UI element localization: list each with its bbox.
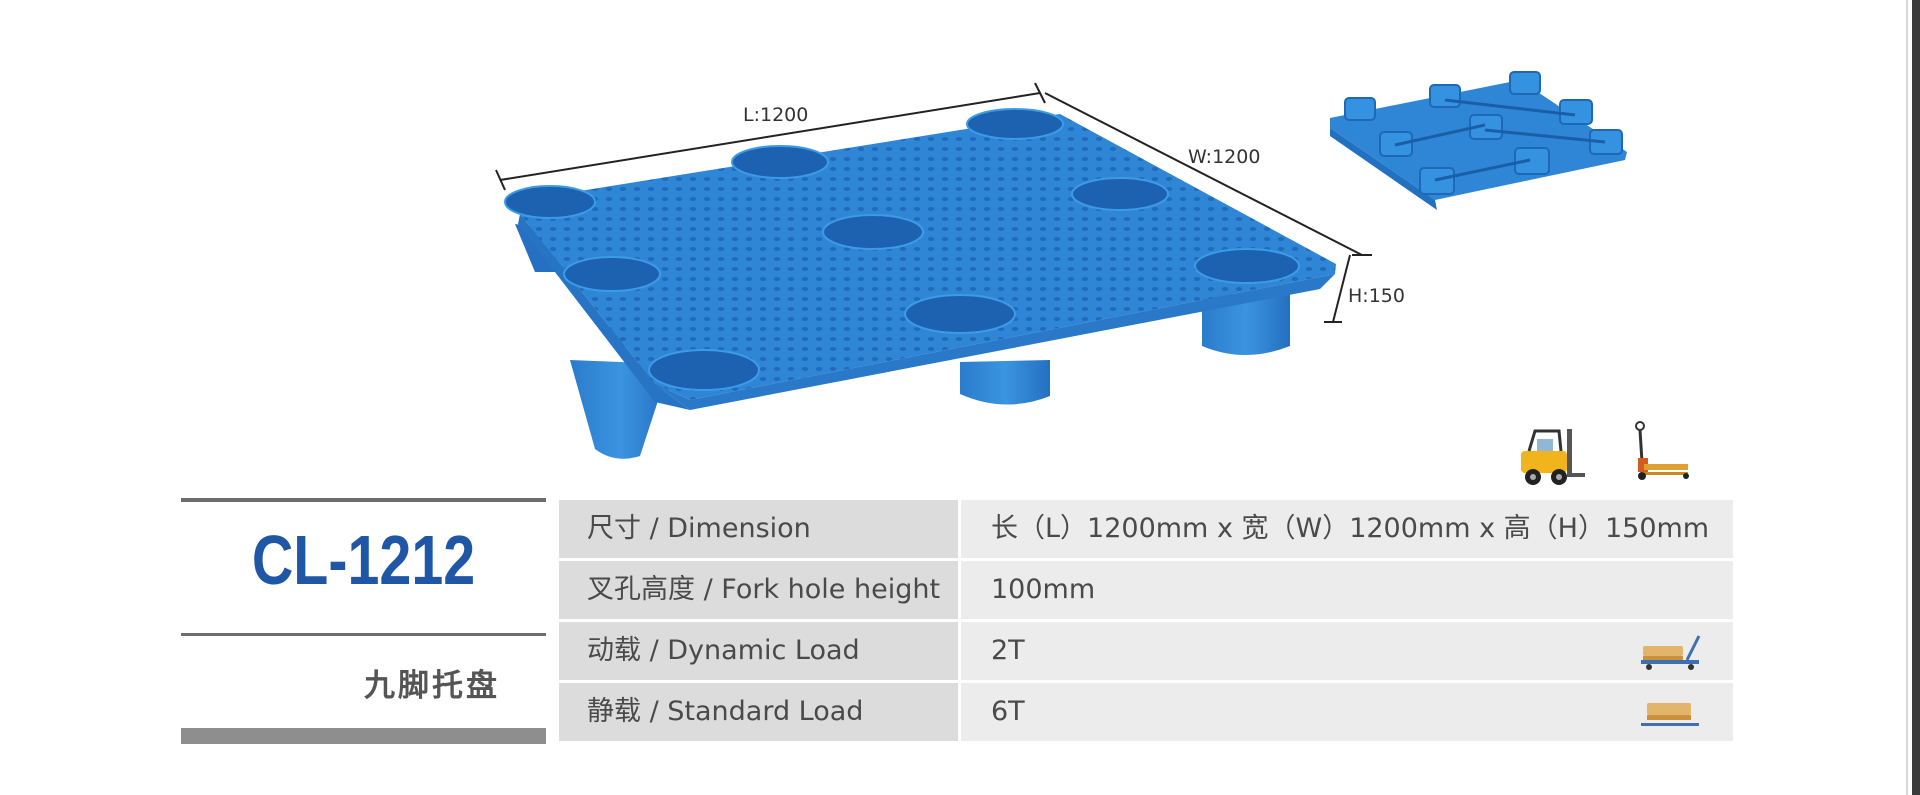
spec-row-dynamic-load: 动载 / Dynamic Load 2T — [559, 622, 1733, 680]
spec-value: 2T — [961, 622, 1733, 680]
spec-value-text: 长（L）1200mm x 宽（W）1200mm x 高（H）150mm — [991, 513, 1710, 544]
model-code: CL-1212 — [251, 521, 476, 599]
length-dimension-label: L:1200 — [743, 104, 809, 126]
spec-row-static-load: 静载 / Standard Load 6T — [559, 683, 1733, 741]
spec-row-fork-hole: 叉孔高度 / Fork hole height 100mm — [559, 561, 1733, 619]
pallet-product-image — [504, 108, 1336, 459]
spec-label: 静载 / Standard Load — [559, 683, 958, 741]
spec-value-text: 100mm — [991, 574, 1096, 605]
pallet-bottom-view-image — [1330, 71, 1627, 210]
spec-row-dimension: 尺寸 / Dimension 长（L）1200mm x 宽（W）1200mm x… — [559, 500, 1733, 558]
spec-value: 6T — [961, 683, 1733, 741]
spec-value: 100mm — [961, 561, 1733, 619]
width-dimension-label: W:1200 — [1188, 146, 1261, 168]
model-block-top-rule — [181, 498, 546, 502]
pallet-jack-icon — [1635, 421, 1689, 480]
spec-value: 长（L）1200mm x 宽（W）1200mm x 高（H）150mm — [961, 500, 1733, 558]
model-block-bottom-bar — [181, 728, 546, 744]
spec-value-text: 6T — [991, 696, 1025, 727]
static-load-icon — [1641, 703, 1699, 726]
forklift-icon — [1521, 429, 1585, 485]
model-block-divider — [181, 633, 546, 636]
spec-label: 动载 / Dynamic Load — [559, 622, 958, 680]
dynamic-load-icon — [1641, 635, 1701, 670]
height-dimension-label: H:150 — [1348, 285, 1405, 307]
model-name: 九脚托盘 — [364, 668, 500, 704]
spec-table: 尺寸 / Dimension 长（L）1200mm x 宽（W）1200mm x… — [559, 500, 1733, 744]
page-edge-line — [1906, 0, 1908, 795]
spec-label: 叉孔高度 / Fork hole height — [559, 561, 958, 619]
spec-label: 尺寸 / Dimension — [559, 500, 958, 558]
spec-value-text: 2T — [991, 635, 1025, 666]
page-edge-bar — [1912, 0, 1920, 795]
